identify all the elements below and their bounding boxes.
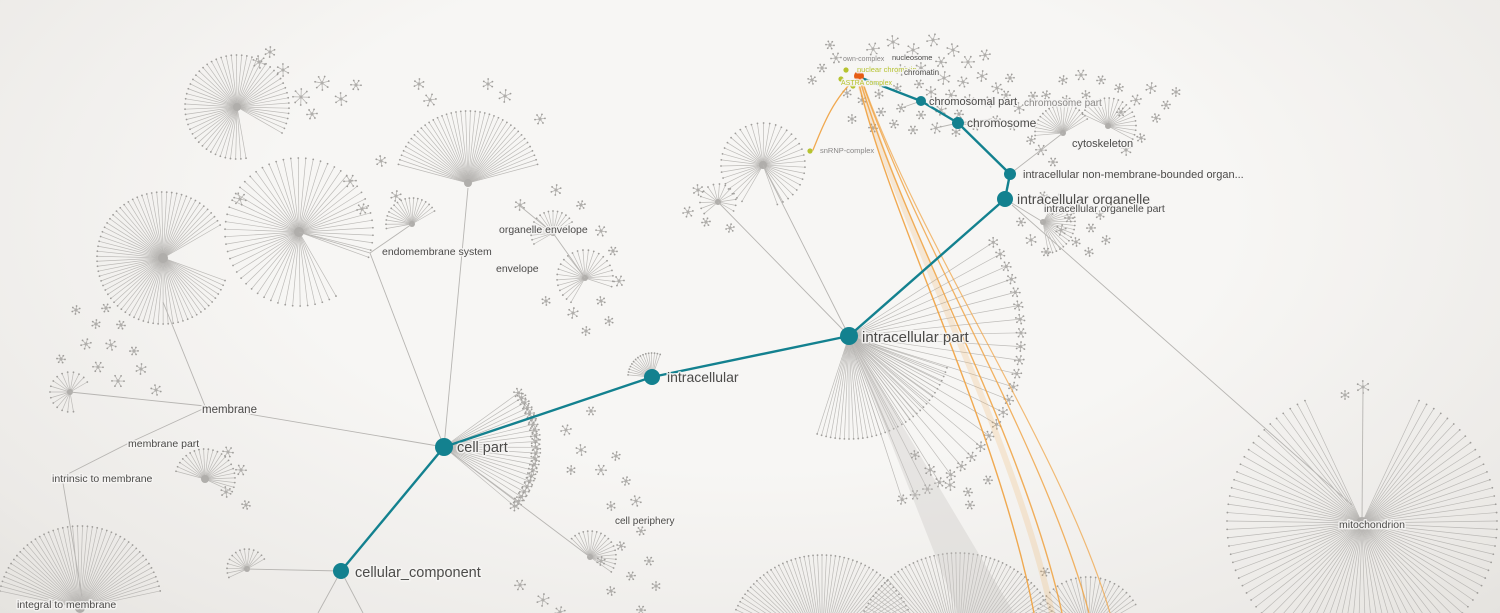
node-highlight-term[interactable] [843,67,849,73]
node-chromosomal-part[interactable] [916,96,926,106]
label-chromatin[interactable]: chromatin [903,67,941,79]
label-organelle-envelope[interactable]: organelle envelope [498,223,590,238]
node-non-membrane-bounded-organelle[interactable] [1004,168,1016,180]
node-intracellular-organelle[interactable] [997,191,1013,207]
fan-clusters [0,54,1498,613]
fan-hub-node[interactable] [1105,123,1111,129]
node-highlight-term[interactable] [838,76,844,82]
node-chromosome[interactable] [952,117,964,129]
label-cellular-component[interactable]: cellular_component [354,564,483,583]
label-cytoskeleton[interactable]: cytoskeleton [1071,137,1135,152]
node-cell-part[interactable] [435,438,453,456]
path-nodes[interactable] [333,67,1016,579]
label-intrinsic-to-membrane[interactable]: intrinsic to membrane [51,472,155,487]
label-chromosome[interactable]: chromosome [966,115,1039,132]
fan-hub-node[interactable] [158,253,168,263]
label-nuclear-chromatin[interactable]: nuclear chromatin [856,64,919,76]
node-highlight-term[interactable] [807,148,813,154]
label-intracellular-organelle-part[interactable]: intracellular organelle part [1043,202,1167,217]
label-cell-part[interactable]: cell part [456,439,510,458]
label-intracellular-part[interactable]: intracellular part [861,328,972,348]
gray-edges [61,100,1364,613]
label-envelope[interactable]: envelope [495,262,541,277]
label-cell-periphery[interactable]: cell periphery [614,515,676,529]
node-intracellular-part[interactable] [840,327,858,345]
label-chromosome-part[interactable]: chromosome part [1023,97,1104,111]
label-endomembrane-system[interactable]: endomembrane system [381,245,494,260]
label-own-complex[interactable]: own-complex [842,55,887,65]
label-integral-to-membrane[interactable]: integral to membrane [16,598,118,613]
label-nucleosome[interactable]: nucleosome [891,52,934,64]
label-intracellular-organelle[interactable]: intracellular organelle [1016,190,1152,209]
node-cellular-component[interactable] [333,563,349,579]
fan-hub-node[interactable] [201,475,209,483]
node-highlight-term[interactable] [850,83,856,89]
label-membrane[interactable]: membrane [201,403,259,418]
label-membrane-part[interactable]: membrane part [127,437,201,452]
label-astra-complex[interactable]: ASTRA complex [840,79,894,89]
fan-hub-node[interactable] [464,179,472,187]
leaf-asterisks [56,33,1370,613]
label-mitochondrion[interactable]: mitochondrion [1338,518,1407,533]
node-selected-term[interactable] [854,71,864,81]
highlight-path-edges [812,77,1111,613]
selected-path-edges [340,75,1012,572]
label-intracellular[interactable]: intracellular [666,368,741,387]
label-snrnp-complex[interactable]: snRNP-complex [819,145,876,157]
fan-hub-node[interactable] [233,103,241,111]
node-intracellular[interactable] [644,369,660,385]
fan-hub-node[interactable] [75,603,85,613]
label-chromosomal-part[interactable]: chromosomal part [928,95,1019,110]
label-intracellular-non-membrane-bounded-organelle[interactable]: intracellular non-membrane-bounded organ… [1022,168,1246,183]
